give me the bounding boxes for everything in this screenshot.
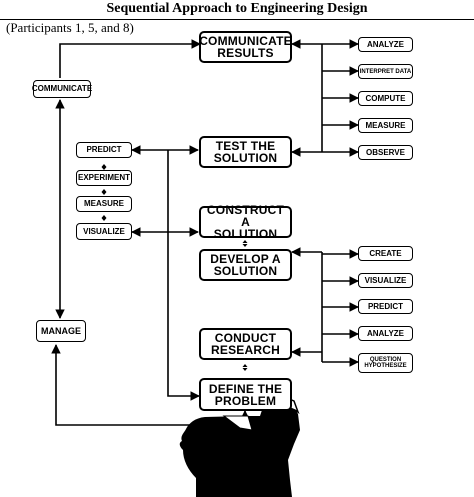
head-silhouette-icon (179, 397, 300, 497)
step-communicate-results: COMMUNICATE RESULTS (199, 31, 292, 63)
right-top-interpret-data: INTERPRET DATA (358, 64, 413, 79)
left-activity-predict: PREDICT (76, 142, 132, 158)
right-top-analyze: ANALYZE (358, 37, 413, 52)
diagram-title: Sequential Approach to Engineering Desig… (106, 1, 368, 16)
title-rule (0, 19, 474, 20)
manage-box: MANAGE (36, 320, 86, 342)
test-to-define-line (167, 150, 200, 401)
step-construct-solution: CONSTRUCT A SOLUTION (199, 204, 292, 240)
right-bottom-analyze: ANALYZE (358, 326, 413, 341)
right-top-observe: OBSERVE (358, 145, 413, 160)
right-top-measure: MEASURE (358, 118, 413, 133)
head-to-manage-arrow (51, 344, 245, 426)
left-activity-visualize: VISUALIZE (76, 223, 132, 240)
step-test-solution: TEST THE SOLUTION (199, 136, 292, 168)
right-bottom-create: CREATE (358, 246, 413, 261)
right-bottom-predict: PREDICT (358, 299, 413, 314)
step-develop-solution: DEVELOP A SOLUTION (199, 249, 292, 281)
communicate-to-results-arrow (59, 39, 201, 78)
step-define-problem: DEFINE THE PROBLEM (199, 378, 292, 411)
diagram-subtitle: (Participants 1, 5, and 8) (6, 20, 134, 35)
communicate-box: COMMUNICATE (32, 80, 92, 98)
right-bottom-visualize: VISUALIZE (358, 273, 413, 288)
left-activity-experiment: EXPERIMENT (76, 170, 132, 186)
right-top-compute: COMPUTE (358, 91, 413, 106)
right-bottom-question-hypothesize: QUESTION HYPOTHESIZE (358, 353, 413, 373)
step-conduct-research: CONDUCT RESEARCH (199, 328, 292, 360)
left-activity-measure: MEASURE (76, 196, 132, 212)
